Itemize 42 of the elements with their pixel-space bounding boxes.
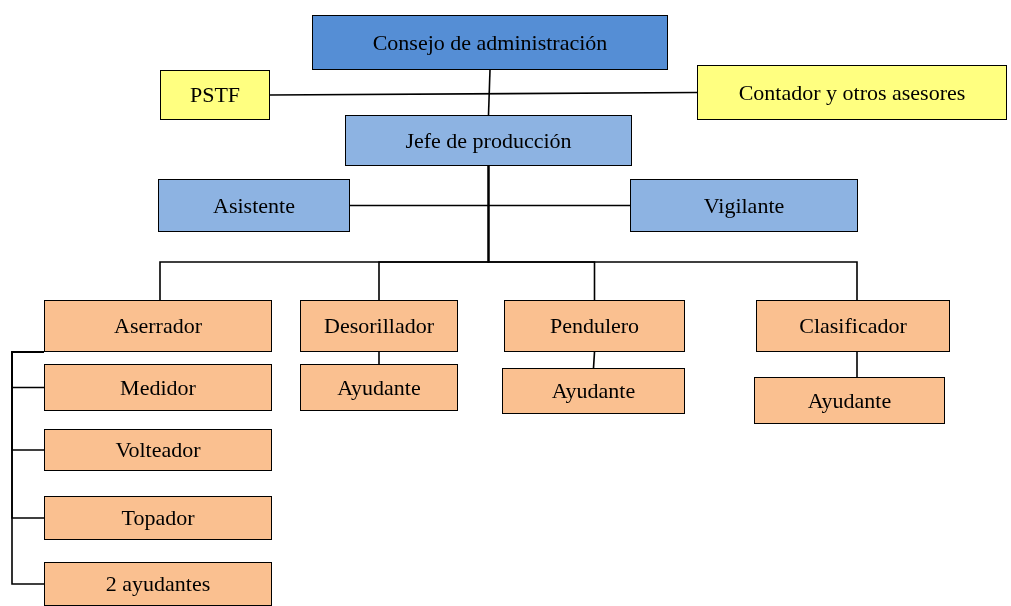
box-label: Clasificador [799,313,907,339]
org-box [44,300,272,352]
org-box [44,364,272,411]
box-label: Jefe de producción [405,127,572,154]
box-label: PSTF [189,82,241,108]
org-box [158,179,350,232]
org-box [44,496,272,540]
box-label: Medidor [120,374,196,401]
box-label: Vigilante [703,192,785,219]
box-label: Desorillador [324,313,434,339]
box-label: Aserrador [114,313,202,339]
connector-line [592,351,596,369]
connector-line [856,351,858,378]
org-box [504,300,685,352]
org-box [756,300,950,352]
org-box [630,179,858,232]
box-label: 2 ayudantes [105,571,211,597]
org-box [44,562,272,606]
connector-line [378,351,380,365]
box-label: Asistente [213,192,295,219]
org-box [312,15,668,70]
org-box [44,429,272,471]
connector-line [11,351,45,585]
org-box [345,115,632,166]
box-label: Pendulero [549,313,640,339]
connector-line [349,204,631,207]
box-label: Ayudante [807,387,892,414]
connector-line [487,165,858,301]
connector-line [487,69,491,116]
org-box [300,300,458,352]
box-label: Ayudante [551,378,636,404]
box-label: Contador y otros asesores [738,79,966,106]
box-label: Topador [121,505,195,531]
org-box [160,70,270,120]
org-box [502,368,685,414]
box-label: Volteador [115,437,201,463]
box-label: Ayudante [337,374,421,401]
org-box [754,377,945,424]
connector-line [269,91,698,96]
box-label: Consejo de administración [372,29,608,56]
org-box [697,65,1007,120]
org-box [300,364,458,411]
